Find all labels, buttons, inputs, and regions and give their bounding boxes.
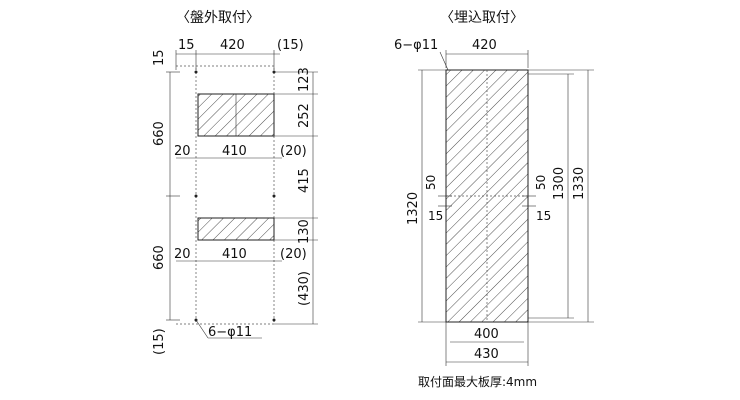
dim-50-left: 50 <box>424 175 438 190</box>
dim-15-top: 15 <box>178 38 195 53</box>
dim-20-upper: 20 <box>174 144 191 159</box>
dim-400: 400 <box>474 327 499 342</box>
dim-15-left: 15 <box>152 49 167 66</box>
dim-410-lower: 410 <box>222 247 247 262</box>
dim-410-upper: 410 <box>222 144 247 159</box>
dim-15-right-right-panel: 15 <box>536 209 551 223</box>
dim-1330: 1330 <box>572 167 587 200</box>
right-panel: 〈埋込取付〉 6−φ11 420 1320 1300 1330 50 15 <box>394 10 594 389</box>
dim-15-bottom-paren: (15) <box>152 328 167 355</box>
dim-130: 130 <box>297 219 312 244</box>
left-panel-title: 〈盤外取付〉 <box>176 10 260 26</box>
hole-dot <box>194 70 198 74</box>
lower-window <box>197 217 275 241</box>
dim-430-paren: (430) <box>297 271 312 306</box>
dim-420-right: 420 <box>472 38 497 53</box>
right-panel-title: 〈埋込取付〉 <box>440 10 524 26</box>
dim-20-paren-upper: (20) <box>280 144 307 159</box>
hole-note-right: 6−φ11 <box>394 38 438 53</box>
dim-15-left-right-panel: 15 <box>428 209 443 223</box>
dim-252: 252 <box>297 103 312 128</box>
dim-123: 123 <box>297 67 312 92</box>
left-panel: 〈盤外取付〉 15 420 (15) 15 660 660 (15) <box>152 10 318 355</box>
hole-dot <box>272 194 276 198</box>
dim-660-lower: 660 <box>152 245 167 270</box>
dim-15-paren-top: (15) <box>277 38 304 53</box>
dim-1320: 1320 <box>406 192 421 225</box>
dim-50-right: 50 <box>534 175 548 190</box>
footnote: 取付面最大板厚:4mm <box>418 375 537 389</box>
dim-420-top: 420 <box>220 38 245 53</box>
dim-1300: 1300 <box>552 167 567 200</box>
dim-20-lower: 20 <box>174 247 191 262</box>
dim-660-upper: 660 <box>152 121 167 146</box>
dim-430: 430 <box>474 347 499 362</box>
hole-dot <box>272 318 276 322</box>
dim-415: 415 <box>297 168 312 193</box>
hole-note-left: 6−φ11 <box>208 325 252 340</box>
dim-20-paren-lower: (20) <box>280 247 307 262</box>
hole-dot <box>194 194 198 198</box>
